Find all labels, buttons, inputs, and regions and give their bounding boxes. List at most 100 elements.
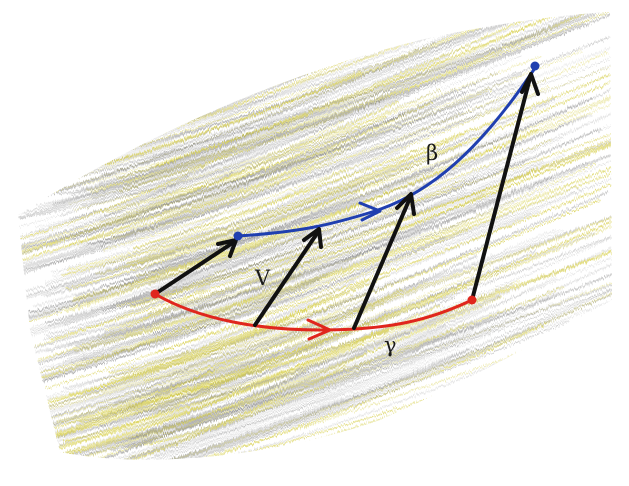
pencil-stroke (84, 12, 612, 84)
pencil-stroke (83, 0, 407, 2)
pencil-stroke (110, 65, 612, 309)
pencil-stroke (33, 254, 478, 434)
pencil-stroke (56, 267, 490, 422)
pencil-stroke (18, 191, 500, 385)
pencil-stroke (139, 80, 612, 277)
pencil-stroke (49, 21, 282, 108)
pencil-stroke (95, 12, 471, 22)
pencil-stroke (68, 12, 354, 62)
pencil-stroke (50, 126, 612, 341)
pencil-stroke (18, 190, 583, 384)
pencil-stroke (137, 322, 548, 460)
pencil-stroke (135, 256, 612, 439)
pencil-stroke (136, 0, 629, 9)
pencil-stroke (18, 12, 459, 41)
pencil-stroke (18, 112, 406, 261)
pencil-stroke (43, 12, 462, 63)
vector-arrow-4 (470, 76, 532, 302)
pencil-stroke (133, 296, 455, 412)
pencil-stroke (82, 129, 289, 207)
pencil-stroke (62, 152, 612, 363)
pencil-stroke (90, 349, 470, 460)
beta-label: β (426, 141, 438, 165)
pencil-stroke (51, 288, 564, 460)
pencil-stroke (18, 228, 557, 431)
pencil-stroke (18, 12, 389, 27)
pencil-stroke (112, 347, 490, 460)
pencil-stroke (18, 12, 314, 25)
pencil-stroke (21, 394, 283, 460)
pencil-stroke (18, 92, 212, 169)
pencil-stroke (54, 191, 487, 341)
gamma-start-point (150, 289, 160, 299)
pencil-stroke (76, 320, 569, 460)
pencil-stroke (140, 348, 368, 436)
pencil-stroke (18, 212, 222, 302)
pencil-stroke (129, 97, 612, 308)
pencil-stroke (90, 28, 331, 109)
pencil-stroke (41, 12, 307, 21)
pencil-stroke (18, 12, 327, 21)
pencil-stroke (20, 283, 367, 411)
pencil-stroke (22, 255, 298, 357)
pencil-stroke (158, 147, 391, 231)
pencil-stroke (18, 68, 221, 147)
gamma-end-point (467, 295, 477, 305)
pencil-stroke (106, 12, 365, 78)
pencil-stroke (18, 254, 186, 332)
pencil-stroke (54, 12, 406, 60)
pencil-stroke (145, 60, 612, 256)
pencil-stroke (18, 12, 331, 47)
pencil-stroke (18, 268, 228, 366)
pencil-stroke (18, 178, 360, 309)
arrowhead-3 (395, 192, 416, 216)
pencil-stroke (121, 12, 612, 48)
pencil-stroke (98, 119, 345, 214)
pencil-stroke (128, 86, 612, 287)
pencil-stroke (18, 12, 333, 95)
pencil-stroke (90, 12, 612, 193)
pencil-stroke (97, 12, 612, 49)
pencil-stroke (18, 12, 244, 38)
pencil-stroke (110, 12, 576, 86)
pencil-stroke (33, 0, 378, 9)
pencil-stroke (6, 0, 321, 7)
pencil-stroke (18, 12, 213, 19)
pencil-stroke (88, 94, 527, 245)
pencil-stroke (34, 12, 358, 37)
beta-curve (236, 66, 537, 238)
pencil-stroke (128, 12, 456, 23)
pencil-stroke (138, 12, 503, 30)
arrowhead-4 (520, 72, 540, 96)
pencil-stroke (36, 252, 469, 403)
pencil-stroke (132, 12, 348, 77)
pencil-stroke (0, 0, 208, 9)
pencil-stroke (118, 12, 526, 13)
pencil-stroke (125, 131, 468, 265)
pencil-stroke (139, 263, 612, 460)
pencil-stroke (18, 12, 361, 125)
pencil-stroke (35, 278, 289, 370)
pencil-stroke (14, 0, 425, 7)
pencil-stroke (101, 185, 612, 394)
pencil-stroke (65, 353, 459, 460)
pencil-stroke (36, 207, 612, 443)
pencil-stroke (103, 12, 370, 80)
beta-direction-arrow (358, 201, 382, 222)
pencil-stroke (138, 271, 612, 460)
pencil-stroke (42, 223, 343, 341)
pencil-stroke (73, 165, 546, 352)
pencil-stroke (113, 12, 346, 87)
pencil-stroke (97, 12, 300, 37)
pencil-stroke (127, 332, 472, 449)
gamma-curve (153, 292, 474, 332)
pencil-stroke (150, 12, 461, 50)
pencil-stroke (119, 127, 601, 310)
pencil-stroke (52, 12, 612, 206)
pencil-stroke (18, 62, 205, 138)
pencil-stroke (134, 276, 612, 460)
pencil-stroke (150, 360, 373, 445)
v-label: V (254, 266, 271, 290)
pencil-stroke (87, 12, 357, 58)
